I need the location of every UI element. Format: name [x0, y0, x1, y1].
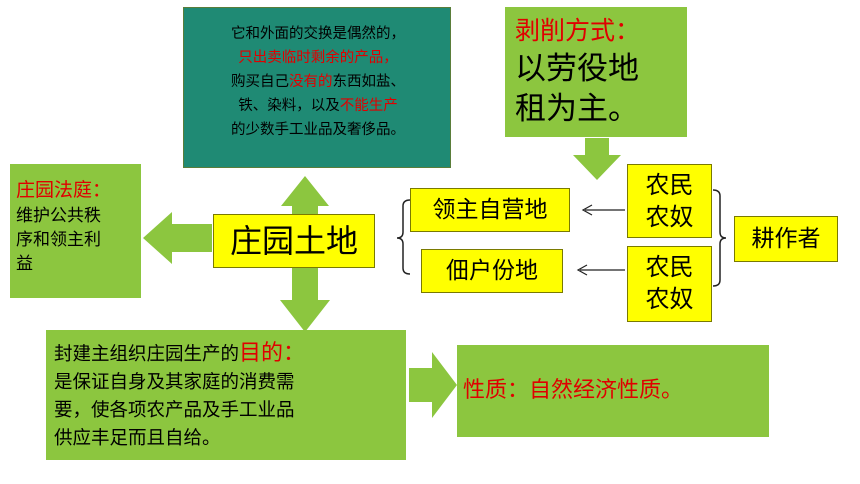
lord-land-box: 领主自营地 [410, 188, 570, 232]
nature-box: 性质：自然经济性质。 [457, 345, 769, 437]
serfs-box-bottom: 农民 农奴 [627, 246, 712, 322]
manor-court-line-3: 益 [16, 254, 33, 274]
exchange-box: 它和外面的交换是偶然的， 只出卖临时剩余的产品， 购买自己没有的东西如盐、 铁、… [183, 7, 451, 168]
exploitation-box: 剥削方式： 以劳役地 租为主。 [505, 7, 687, 137]
purpose-line-3: 要，使各项农产品及手工业品 [54, 400, 295, 421]
purpose-box: 封建主组织庄园生产的目的： 是保证自身及其家庭的消费需 要，使各项农产品及手工业… [46, 330, 406, 460]
cultivators-label: 耕作者 [751, 226, 821, 252]
exchange-line-3: 购买自己没有的东西如盐、 [231, 74, 405, 90]
manor-land-label: 庄园土地 [229, 222, 358, 260]
purpose-line-4: 供应丰足而且自给。 [54, 428, 221, 449]
arrow-down [280, 268, 330, 332]
manor-court-title: 庄园法庭： [16, 179, 112, 201]
manor-court-line-2: 序和领主利 [16, 230, 101, 250]
exploitation-line-1: 以劳役地 [515, 51, 639, 87]
exchange-line-1: 它和外面的交换是偶然的， [231, 26, 405, 42]
exchange-line-5: 的少数手工业品及奢侈品。 [231, 122, 405, 138]
exchange-line-2: 只出卖临时剩余的产品， [238, 50, 398, 66]
bracket-cultivators [712, 189, 727, 287]
manor-land-box: 庄园土地 [213, 214, 375, 268]
bracket-land [396, 199, 411, 275]
exploitation-line-2: 租为主。 [515, 91, 639, 127]
serfs-bottom-line-2: 农奴 [645, 285, 694, 313]
serfs-top-line-1: 农民 [645, 171, 694, 199]
arrow-left [143, 212, 212, 264]
tenant-land-box: 佃户份地 [421, 249, 563, 293]
manor-court-line-1: 维护公共秩 [16, 206, 101, 226]
purpose-line-1: 封建主组织庄园生产的目的： [54, 341, 306, 366]
lord-land-label: 领主自营地 [432, 197, 548, 223]
purpose-line-2: 是保证自身及其家庭的消费需 [54, 372, 295, 393]
exploitation-title: 剥削方式： [515, 16, 641, 45]
exchange-line-4: 铁、染料，以及不能生产 [238, 98, 398, 114]
manor-court-box: 庄园法庭： 维护公共秩 序和领主利 益 [10, 164, 141, 298]
nature-label: 性质：自然经济性质。 [463, 378, 684, 403]
serfs-box-top: 农民 农奴 [627, 164, 712, 238]
arrow-right [409, 352, 457, 418]
serfs-bottom-line-1: 农民 [645, 253, 694, 281]
cultivators-box: 耕作者 [734, 216, 838, 262]
tenant-land-label: 佃户份地 [446, 258, 538, 284]
arrow-down-exploit [573, 138, 621, 180]
arrow-up [281, 176, 329, 214]
serfs-top-line-2: 农奴 [645, 203, 694, 231]
